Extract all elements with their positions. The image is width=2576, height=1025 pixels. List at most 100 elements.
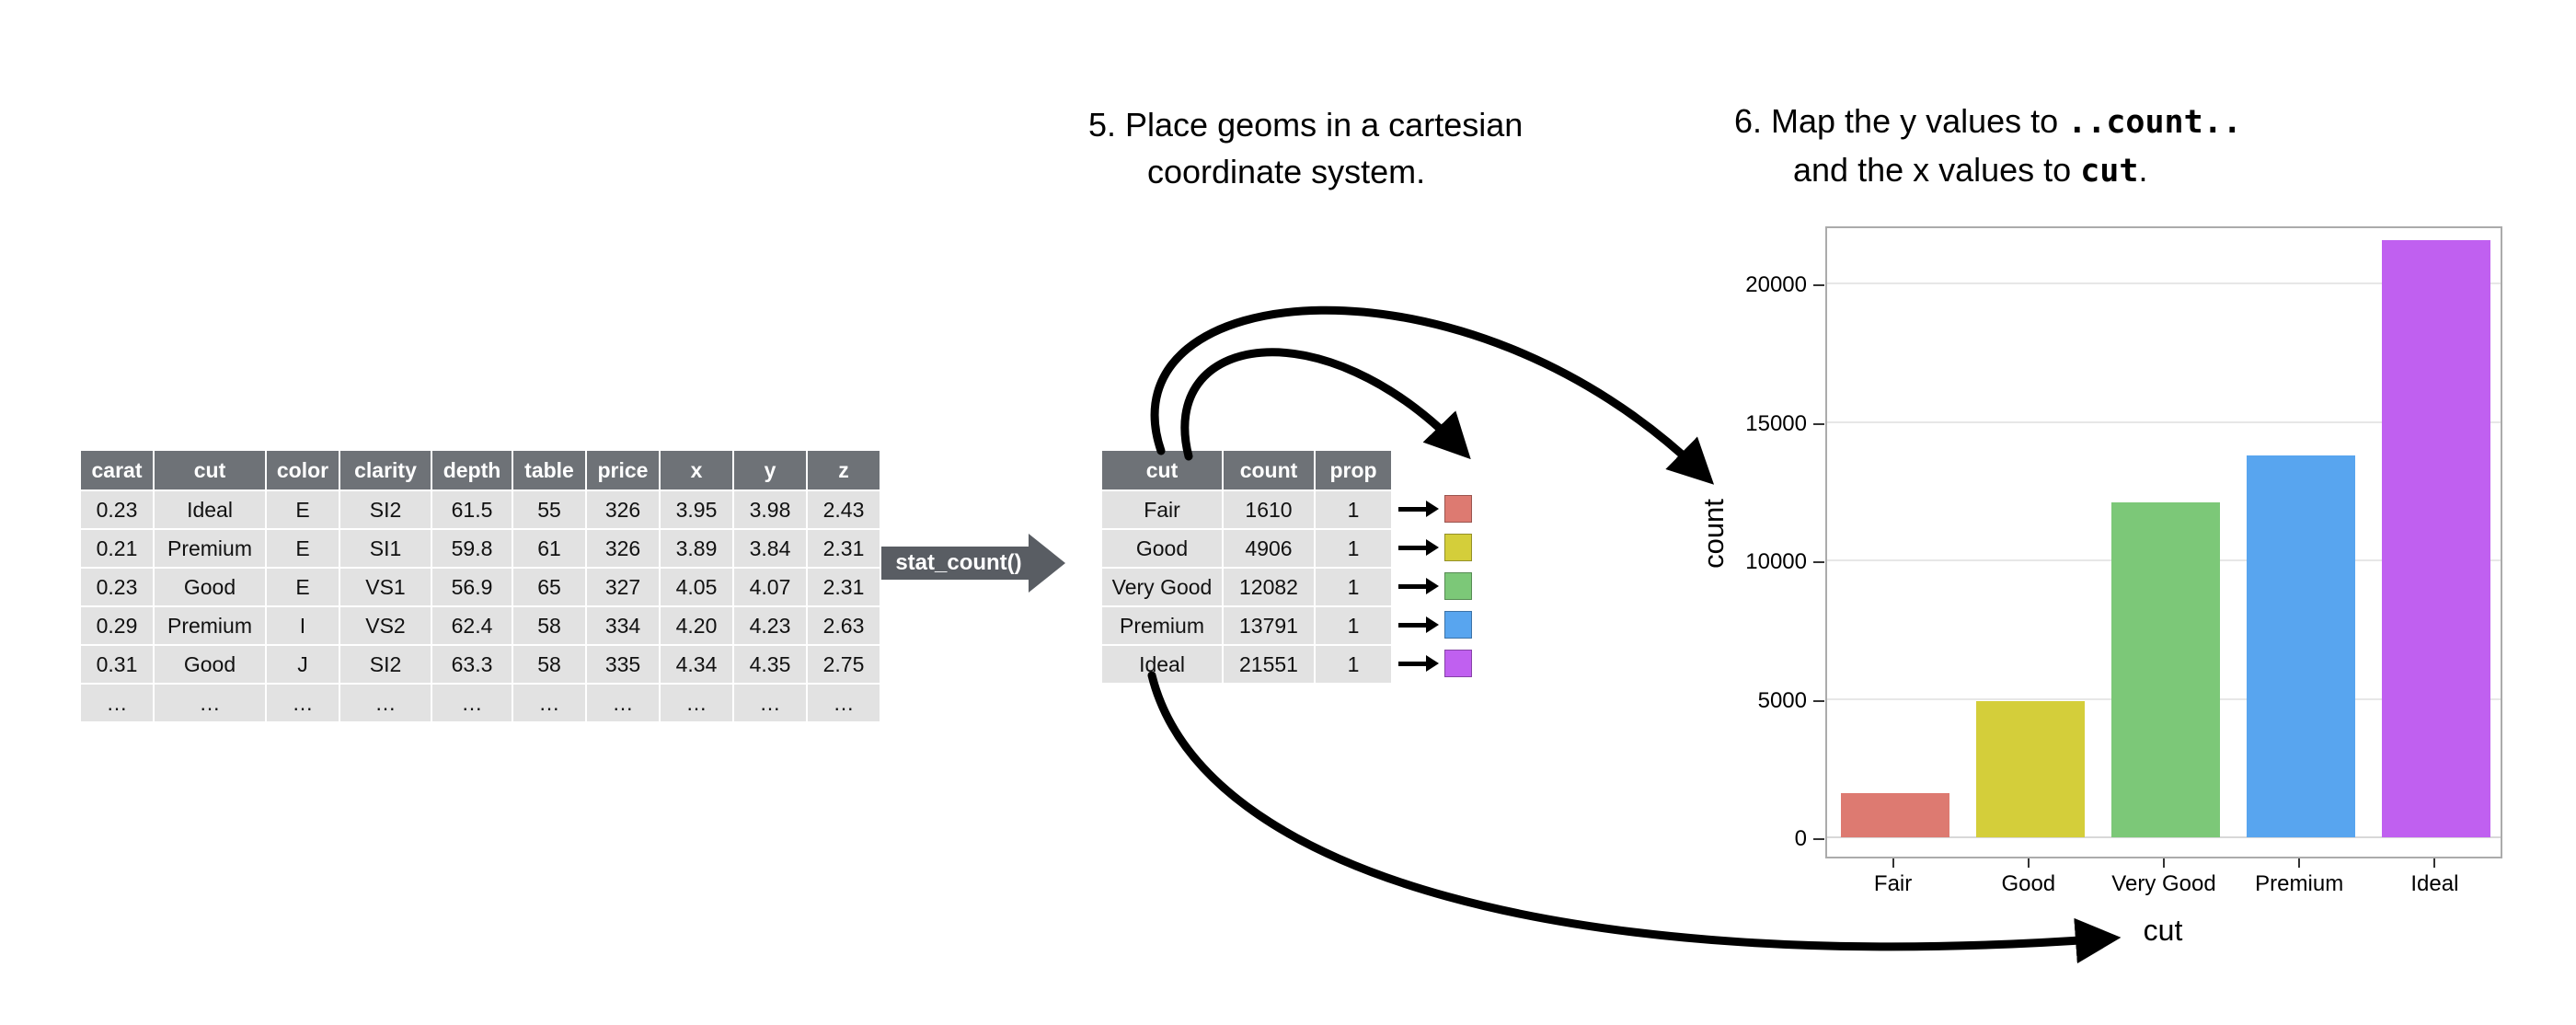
summary-header: cut [1100,449,1224,491]
row-arrow-shaft [1398,583,1426,589]
x-tick-label-good: Good [2001,871,2056,896]
table-cell: 3.84 [732,528,808,569]
table-cell: 3.89 [659,528,734,569]
table-cell: Good [153,644,267,685]
table-cell: Premium [153,528,267,569]
table-cell: 12082 [1222,567,1316,607]
table-cell: 65 [512,567,587,607]
y-tick-mark [1813,561,1824,563]
table-cell: 1 [1314,528,1393,569]
table-cell: 21551 [1222,644,1316,685]
diamonds-header: table [512,449,587,491]
stat-arrow-shape [881,534,1065,593]
table-cell: 59.8 [431,528,513,569]
table-cell: 335 [585,644,661,685]
stat-count-arrow: stat_count() [881,534,1065,593]
table-cell: 326 [585,528,661,569]
step5-line2: coordinate system. [1088,148,1523,195]
bar-good [1975,701,2085,837]
plot-panel [1825,226,2502,858]
y-tick-label-0: 0 [1794,826,1807,851]
table-row: ………………………… [79,683,881,723]
step6-code-cut: cut [2080,152,2139,190]
y-tick-mark [1813,838,1824,840]
swatch-row-Very Good [1398,567,1472,605]
step5-line1: 5. Place geoms in a cartesian [1088,101,1523,148]
step6-text2: and the x values to [1793,150,2081,189]
x-tick-mark [1892,858,1894,868]
summary-header: count [1222,449,1316,491]
bar-very-good [2111,502,2220,837]
row-arrow-head [1426,539,1439,556]
step5-text2: coordinate system. [1147,153,1426,191]
table-cell: Good [153,567,267,607]
table-cell: 58 [512,644,587,685]
diamonds-header: cut [153,449,267,491]
table-cell: 334 [585,605,661,646]
table-cell: E [265,528,340,569]
gridline-0 [1827,836,2501,838]
arrow-table-to-geoms [1180,348,1471,461]
row-arrow-head [1426,501,1439,517]
table-cell: 326 [585,489,661,530]
table-cell: 55 [512,489,587,530]
swatch-row-Good [1398,528,1472,567]
table-cell: 4.05 [659,567,734,607]
table-cell: E [265,489,340,530]
y-tick-label-10000: 10000 [1745,549,1807,574]
table-cell: 2.31 [806,567,881,607]
table-cell: Ideal [153,489,267,530]
geom-swatch [1444,572,1472,600]
table-cell: … [806,683,881,723]
step5-text1: 5. Place geoms in a cartesian [1088,106,1524,144]
diamonds-header: z [806,449,881,491]
geom-swatch [1444,611,1472,639]
stat-count-label: stat_count() [895,550,1022,575]
step6-line2: and the x values to cut. [1734,146,2242,195]
x-tick-label-fair: Fair [1873,871,1913,896]
table-cell: Good [1100,528,1224,569]
geom-swatch [1444,534,1472,561]
table-cell: … [512,683,587,723]
table-cell: VS2 [339,605,432,646]
summary-header: prop [1314,449,1393,491]
table-cell: J [265,644,340,685]
table-cell: SI2 [339,644,432,685]
table-cell: 2.31 [806,528,881,569]
table-cell: 0.21 [79,528,155,569]
x-axis-label: cut [2143,914,2183,947]
step6-line1: 6. Map the y values to ..count.. [1734,98,2242,146]
table-cell: 58 [512,605,587,646]
table-cell: 327 [585,567,661,607]
y-tick-mark [1813,284,1824,286]
bar-ideal [2382,240,2491,837]
table-cell: 2.43 [806,489,881,530]
x-tick-mark [2433,858,2436,868]
diamonds-header: y [732,449,808,491]
table-cell: Premium [1100,605,1224,646]
table-cell: 3.98 [732,489,808,530]
row-arrow-head [1426,655,1439,672]
y-tick-label-20000: 20000 [1745,272,1807,297]
table-cell: E [265,567,340,607]
table-cell: 0.23 [79,567,155,607]
row-arrow-shaft [1398,622,1426,628]
table-cell: … [339,683,432,723]
x-tick-mark [2163,858,2165,868]
table-cell: … [79,683,155,723]
table-cell: Ideal [1100,644,1224,685]
table-cell: 4.07 [732,567,808,607]
table-cell: I [265,605,340,646]
step6-code-count: ..count.. [2067,104,2242,141]
x-tick-label-very-good: Very Good [2111,871,2216,896]
diamonds-header: clarity [339,449,432,491]
